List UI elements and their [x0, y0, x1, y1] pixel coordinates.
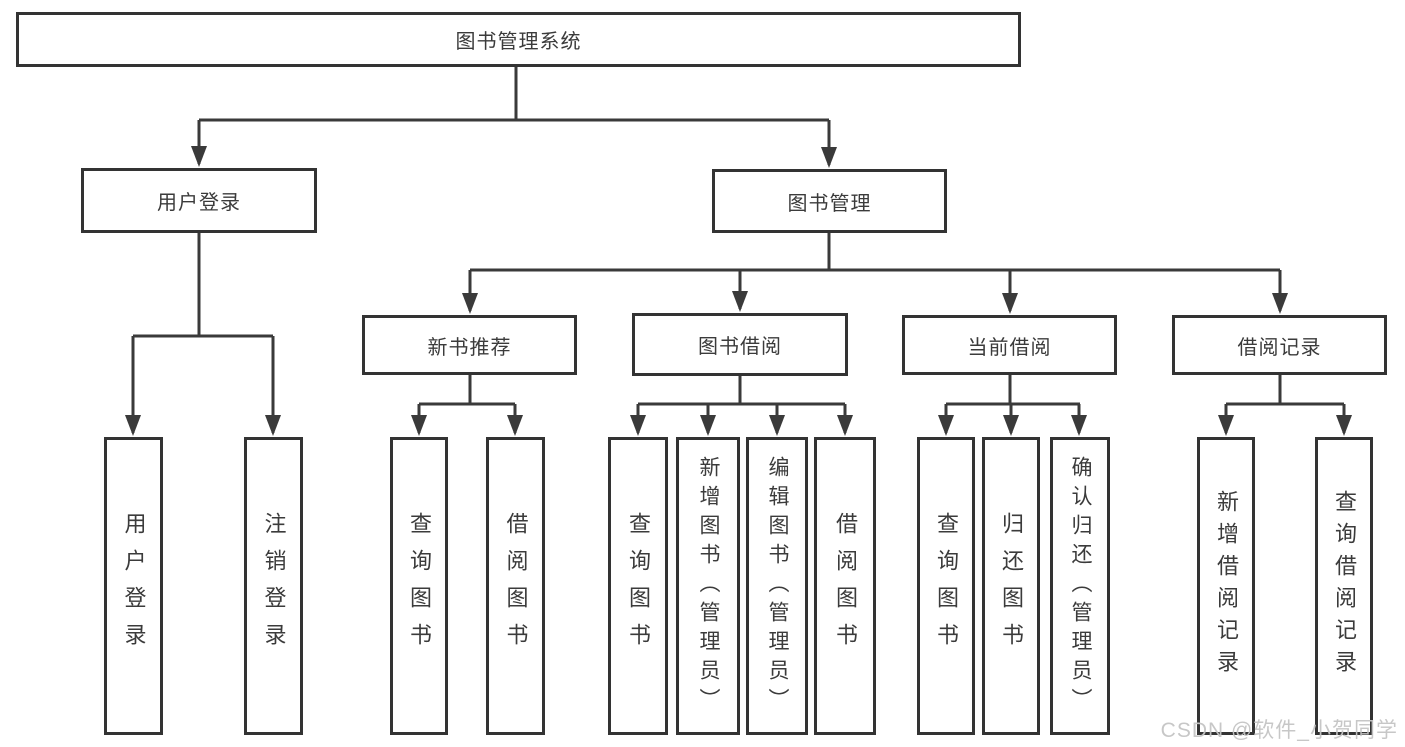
leaf-label: 新增借阅记录 — [1214, 490, 1239, 682]
leaf-query-borrow-record: 查询借阅记录 — [1315, 437, 1373, 735]
leaf-label: 归还图书 — [999, 512, 1024, 660]
leaf-label: 新增图书（管理员） — [697, 455, 720, 717]
leaf-edit-book-admin: 编辑图书（管理员） — [746, 437, 808, 735]
node-borrowing-records: 借阅记录 — [1172, 315, 1387, 375]
leaf-label: 编辑图书（管理员） — [766, 455, 789, 717]
node-label: 借阅记录 — [1237, 336, 1322, 359]
leaf-label: 注销登录 — [261, 512, 287, 660]
node-book-borrowing: 图书借阅 — [632, 313, 848, 376]
leaf-query-books-current: 查询图书 — [917, 437, 975, 735]
leaf-label: 查询图书 — [626, 512, 651, 660]
connector-stems — [131, 67, 1346, 433]
leaf-label: 确认归还（管理员） — [1069, 455, 1092, 717]
leaf-label: 查询图书 — [934, 512, 959, 660]
leaf-return-book: 归还图书 — [982, 437, 1040, 735]
node-label: 图书借阅 — [698, 336, 782, 358]
leaf-user-login: 用户登录 — [104, 437, 163, 735]
leaf-label: 查询图书 — [407, 512, 432, 660]
node-label: 新书推荐 — [427, 336, 512, 359]
leaf-query-books-borrowing: 查询图书 — [608, 437, 668, 735]
node-label: 图书管理系统 — [455, 31, 582, 53]
leaf-label: 借阅图书 — [503, 512, 529, 660]
node-label: 当前借阅 — [967, 336, 1052, 359]
node-current-borrowing: 当前借阅 — [902, 315, 1117, 375]
leaf-borrow-books-recommend: 借阅图书 — [486, 437, 545, 735]
leaf-query-books-recommend: 查询图书 — [390, 437, 448, 735]
node-label: 图书管理 — [787, 192, 872, 215]
node-new-book-recommendation: 新书推荐 — [362, 315, 577, 375]
node-user-login: 用户登录 — [81, 168, 317, 233]
leaf-label: 用户登录 — [121, 512, 147, 660]
leaf-label: 查询借阅记录 — [1332, 490, 1357, 682]
leaf-confirm-return-admin: 确认归还（管理员） — [1050, 437, 1110, 735]
leaf-add-borrow-record: 新增借阅记录 — [1197, 437, 1255, 735]
arrowheads — [125, 146, 1352, 436]
leaf-logout: 注销登录 — [244, 437, 303, 735]
leaf-label: 借阅图书 — [833, 512, 858, 660]
node-book-management: 图书管理 — [712, 169, 947, 233]
csdn-watermark: CSDN @软件_小贺同学 — [1160, 719, 1398, 742]
leaf-add-book-admin: 新增图书（管理员） — [676, 437, 740, 735]
node-label: 用户登录 — [157, 192, 241, 214]
leaf-borrow-books-borrowing: 借阅图书 — [814, 437, 876, 735]
node-library-management-system: 图书管理系统 — [16, 12, 1021, 67]
